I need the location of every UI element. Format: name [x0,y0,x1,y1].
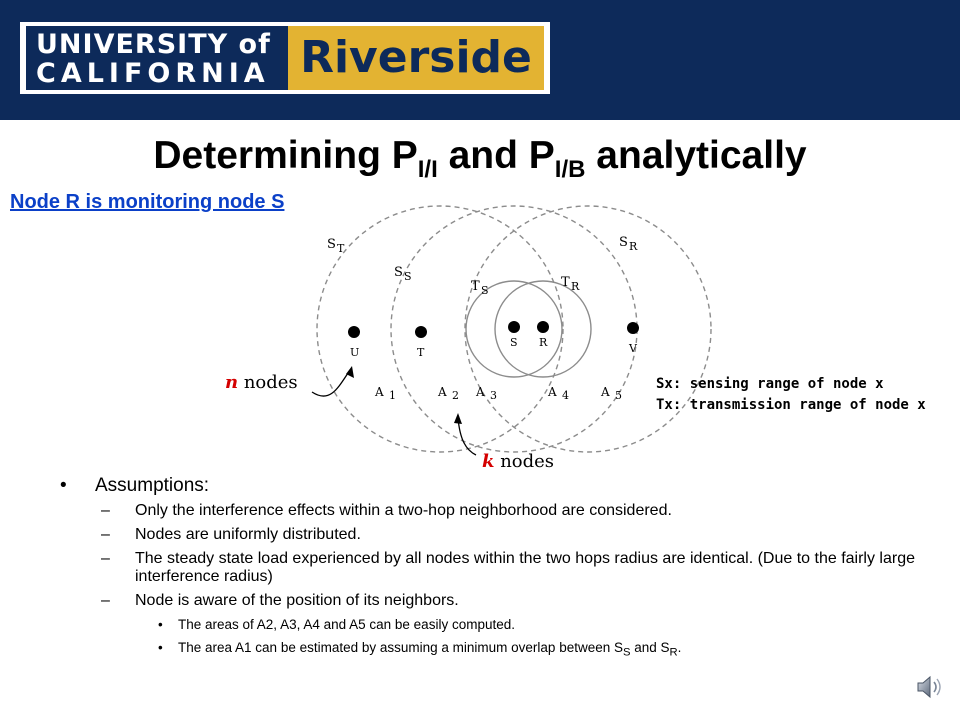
logo-riverside: Riverside [288,26,544,90]
logo-line-1: UNIVERSITY of [36,29,271,60]
sub-list-item: • The area A1 can be estimated by assumin… [60,639,940,662]
area-label: A [600,385,610,399]
last-sub-1: S [623,646,631,659]
legend-line-transmission: Tx: transmission range of node x [656,397,926,413]
region-label: T [561,275,570,290]
node-label: R [539,336,548,349]
slide-title: Determining PI/I and PI/B analytically [0,130,960,196]
sound-wave [936,678,941,696]
sound-wave [933,681,937,693]
list-item: – Nodes are uniformly distributed. [60,526,940,544]
slide-subtitle[interactable]: Node R is monitoring node S [10,191,285,213]
logo-uc-block: UNIVERSITY of CALIFORNIA [26,26,288,90]
region-label: S [394,265,403,280]
title-middle: and P [437,134,555,177]
area-label: A [374,385,384,399]
list-item: – Node is aware of the position of its ne… [60,592,940,610]
last-suffix: . [677,640,682,655]
area-label: A [437,385,447,399]
region-label-sub: S [404,270,412,283]
bullet-marker: • [60,475,67,496]
node-label: V [628,342,638,355]
list-item: – Only the interference effects within a … [60,502,940,520]
region-label: S [327,237,336,252]
node-label: S [510,336,518,349]
assumptions-list: • Assumptions: – Only the interference eff… [60,474,940,668]
area-label-num: 5 [615,389,622,402]
area-label: A [475,385,485,399]
title-sub-1: I/I [417,155,438,183]
title-prefix: Determining P [153,134,418,177]
dash-marker: – [101,502,110,519]
university-logo: UNIVERSITY of CALIFORNIA Riverside [20,22,550,94]
last-mid: and S [630,640,670,655]
region-label: T [471,279,480,294]
region-label-sub: T [337,242,345,255]
n-nodes-arrow [311,369,351,397]
speaker-icon[interactable] [914,672,948,702]
title-suffix: analytically [585,134,807,177]
list-item-text: Nodes are uniformly distributed. [135,526,361,543]
sensing-range-circle [316,205,564,453]
region-label: S [619,235,628,250]
transmission-range-circle [465,280,563,378]
k-nodes-arrowhead [454,413,462,424]
k-nodes-label: k nodes [482,451,554,472]
sensing-range-circle [464,205,712,453]
node-label: T [417,346,425,359]
n-nodes-arrowhead [346,366,354,378]
last-prefix: The area A1 can be estimated by assuming… [178,640,623,655]
area-label-num: 3 [490,389,497,402]
list-item-text: Only the interference effects within a t… [135,502,672,519]
node-dot [537,321,549,333]
node-dot [627,322,639,334]
list-item-text: Node is aware of the position of its nei… [135,592,459,609]
speaker-body [917,675,931,699]
dash-marker: – [101,526,110,543]
bullet-marker: • [158,617,163,632]
k-text: nodes [494,451,554,472]
bullet-text: Assumptions: [95,475,210,496]
bullet-marker: • [158,640,163,655]
region-label-sub: R [629,240,638,253]
list-item: – The steady state load experienced by al… [60,550,940,586]
sub-list-item: • The areas of A2, A3, A4 and A5 can be e… [60,616,940,633]
last-sub-2: R [669,646,678,659]
legend-line-sensing: Sx: sensing range of node x [656,376,884,392]
area-label-num: 2 [452,389,459,402]
region-label-sub: S [481,284,489,297]
n-text: nodes [238,372,298,393]
k-var: k [482,451,494,472]
range-legend: Sx: sensing range of node x Tx: transmis… [656,374,926,416]
dash-marker: – [101,550,110,567]
node-label: U [350,346,359,359]
node-dot [348,326,360,338]
title-sub-2: I/B [554,155,586,183]
transmission-range-circle [494,280,592,378]
region-label-sub: R [571,280,580,293]
n-nodes-label: n nodes [225,372,298,393]
node-dot [508,321,520,333]
logo-line-2: CALIFORNIA [36,58,270,89]
n-var: n [225,372,238,393]
list-item-text: The steady state load experienced by all… [135,550,915,585]
sub-list-item-text: The areas of A2, A3, A4 and A5 can be ea… [178,617,515,632]
area-label: A [547,385,557,399]
header-banner: UNIVERSITY of CALIFORNIA Riverside [0,0,960,120]
area-label-num: 4 [562,389,569,402]
node-dot [415,326,427,338]
dash-marker: – [101,592,110,609]
area-label-num: 1 [389,389,396,402]
bullet-main: • Assumptions: [60,474,940,498]
